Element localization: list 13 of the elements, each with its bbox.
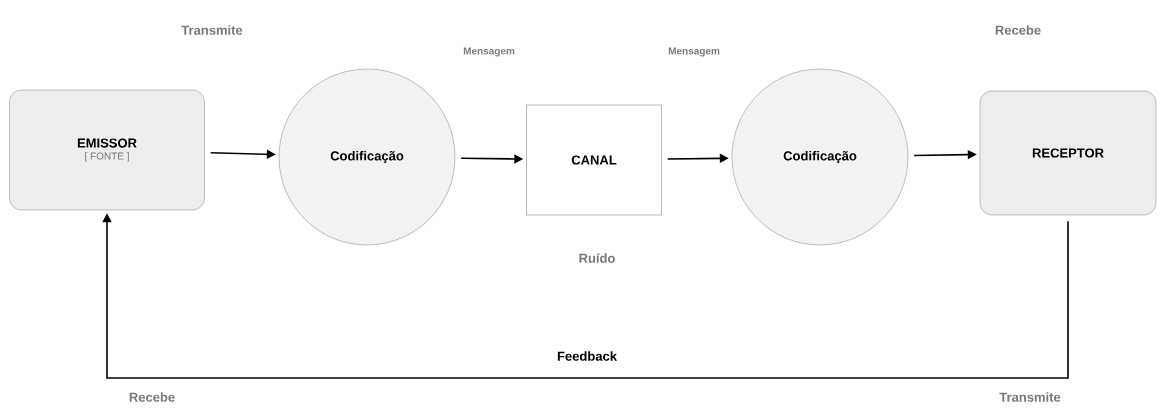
note-label: Transmite <box>181 25 243 35</box>
square-box: CANAL <box>526 104 662 216</box>
note-label: Mensagem <box>463 47 515 57</box>
edge-label: Feedback <box>556 350 618 362</box>
note-label: Recebe <box>129 392 175 402</box>
circle-node: Codificação <box>731 68 909 246</box>
note-label: Mensagem <box>668 47 720 57</box>
circle-node: Codificação <box>278 68 456 246</box>
note-label: Recebe <box>995 25 1041 35</box>
rounded-box: EMISSOR [ FONTE ] <box>9 89 205 211</box>
note-label: Transmite <box>999 392 1061 402</box>
rounded-box: RECEPTOR <box>979 90 1157 216</box>
note-label: Ruído <box>579 253 615 263</box>
